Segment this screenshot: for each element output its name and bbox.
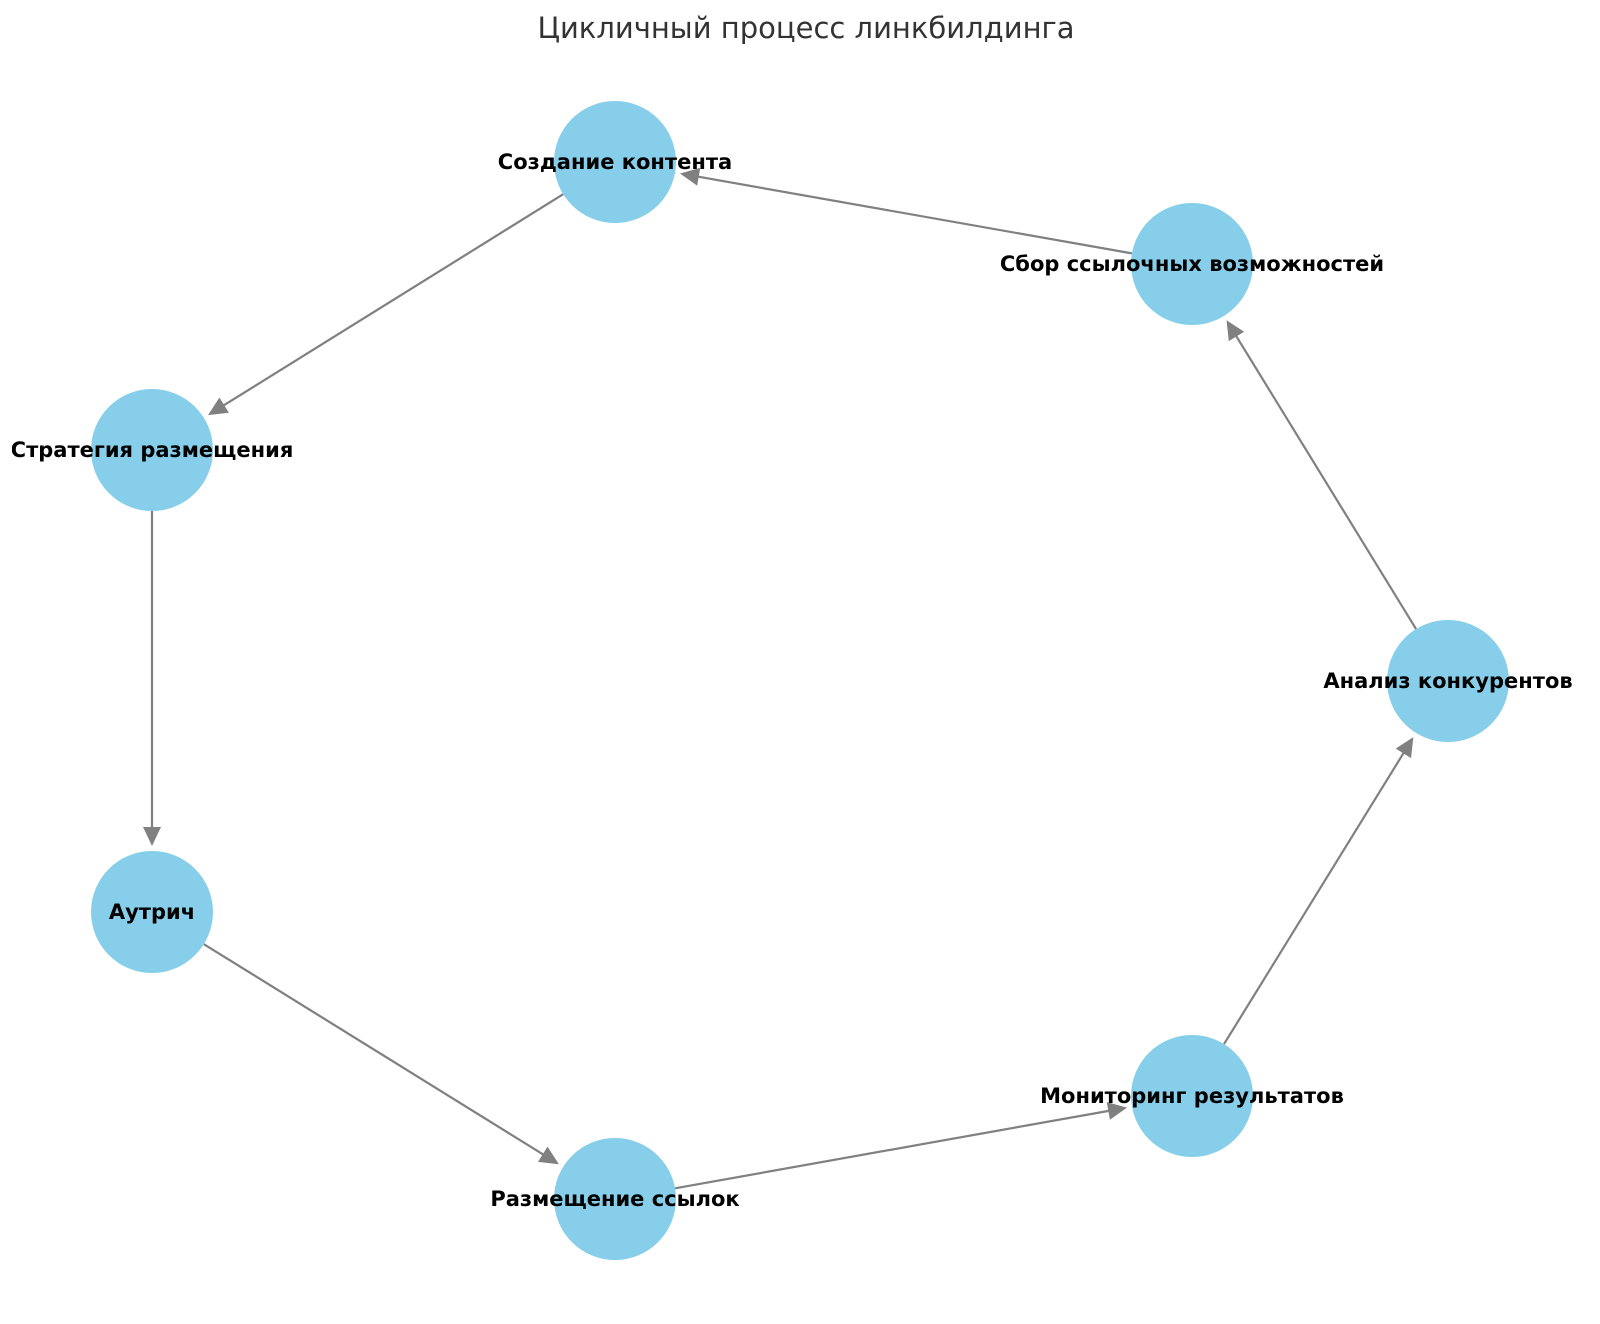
process-node-opportunities <box>1131 203 1253 325</box>
edge-arrowhead-content-to-strategy <box>208 397 229 416</box>
process-node-outreach <box>91 851 213 973</box>
edge-arrowhead-monitoring-to-competitors <box>1395 737 1414 759</box>
edge-line-opportunities-to-content <box>694 175 1133 255</box>
process-node-content <box>554 101 676 223</box>
edge-arrowhead-placement-to-monitoring <box>1106 1102 1128 1120</box>
process-node-strategy <box>91 389 213 511</box>
process-node-monitoring <box>1131 1035 1253 1157</box>
edge-line-placement-to-monitoring <box>674 1109 1113 1190</box>
edge-arrowhead-competitors-to-opportunities <box>1226 320 1245 342</box>
diagram-title: Цикличный процесс линкбилдинга <box>537 11 1075 45</box>
edge-line-monitoring-to-competitors <box>1223 749 1407 1045</box>
edge-line-outreach-to-placement <box>203 943 547 1158</box>
edge-arrowhead-strategy-to-outreach <box>143 827 161 846</box>
edge-arrowhead-outreach-to-placement <box>538 1146 559 1165</box>
edge-arrowhead-opportunities-to-content <box>679 167 701 186</box>
process-node-placement <box>554 1138 676 1260</box>
graph-layer <box>91 101 1509 1260</box>
process-node-competitors <box>1387 620 1509 742</box>
edge-line-content-to-strategy <box>220 193 564 409</box>
edge-line-competitors-to-opportunities <box>1233 332 1418 630</box>
